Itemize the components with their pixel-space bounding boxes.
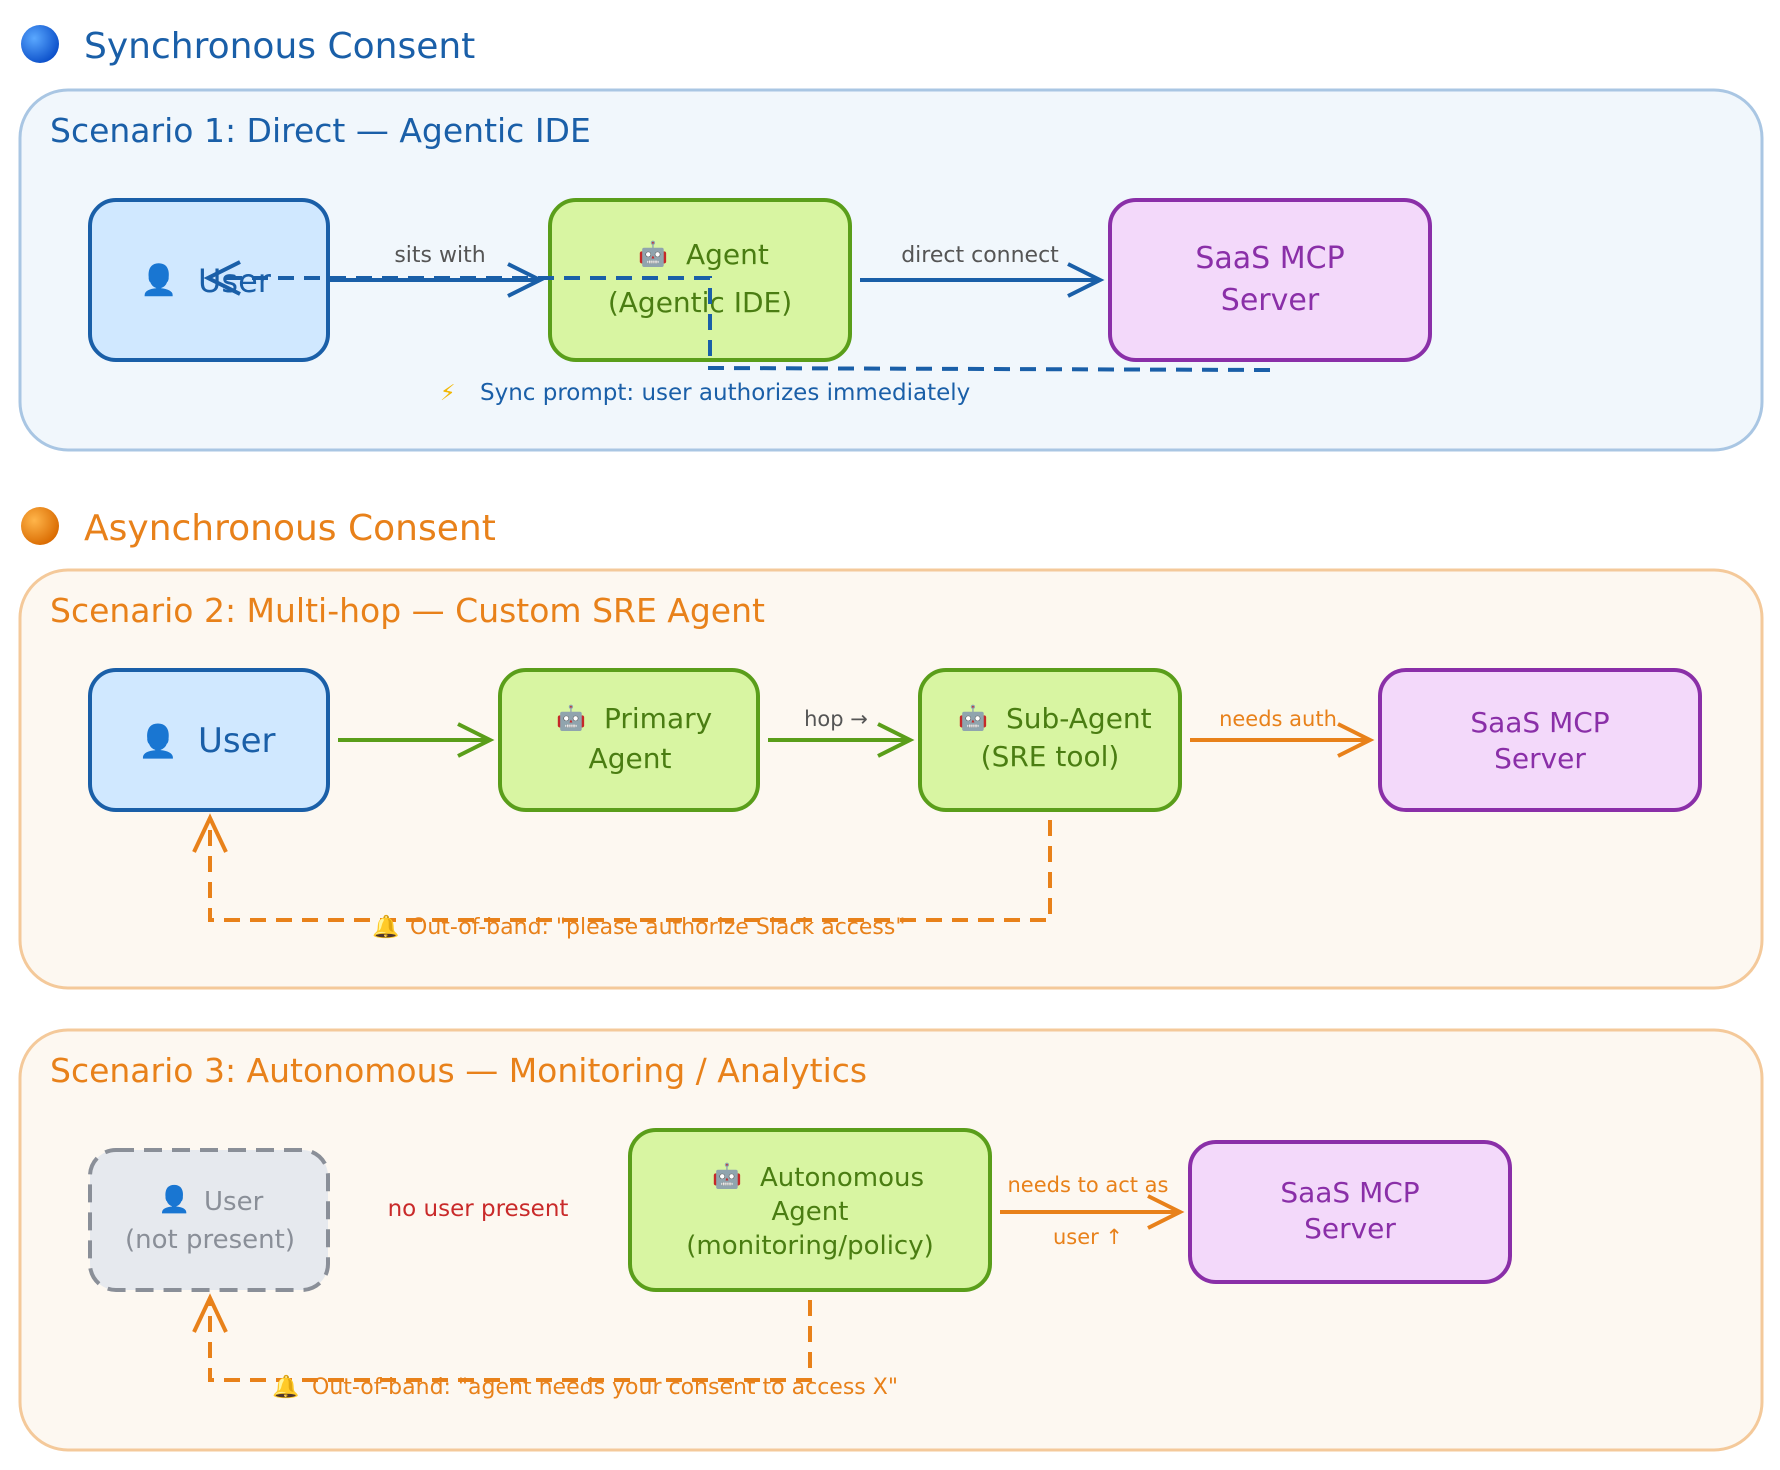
s2-saas-node: SaaS MCP Server (1378, 668, 1702, 812)
s2-primary-line1: Primary (604, 702, 712, 735)
s2-note: Out-of-band: "please authorize Slack acc… (410, 915, 905, 940)
s2-loop-arrowhead (192, 813, 228, 853)
s3-agent-line1: Autonomous (760, 1163, 924, 1193)
s2-primary-robot-icon: 🤖 (556, 704, 586, 732)
s3-saas-line2: Server (1304, 1212, 1396, 1245)
s1-sync-loop-arrowhead (203, 260, 241, 296)
s2-edge-needs-auth (1190, 722, 1375, 758)
async-dot-icon (21, 507, 59, 545)
s3-absent-user-node: 👤 User (not present) (88, 1148, 330, 1292)
s2-edge-hop (768, 722, 915, 758)
s2-bell-icon: 🔔 (372, 914, 399, 940)
s2-edge-hop-label: hop → (804, 707, 868, 731)
s3-autonomous-agent-node: 🤖 Autonomous Agent (monitoring/policy) (628, 1128, 992, 1292)
sync-section-title: Synchronous Consent (84, 26, 475, 67)
s3-edge-bottom-label: user ↑ (1053, 1225, 1123, 1249)
s1-agent-line2: (Agentic IDE) (608, 286, 792, 319)
s3-no-user-label: no user present (388, 1196, 569, 1222)
s3-edge-act-as-user (1000, 1194, 1185, 1230)
s3-bell-icon: 🔔 (272, 1374, 299, 1400)
s2-sub-line1: Sub-Agent (1006, 702, 1152, 735)
s3-agent-line3: (monitoring/policy) (686, 1231, 934, 1261)
s3-saas-line1: SaaS MCP (1280, 1176, 1419, 1209)
s3-agent-line2: Agent (772, 1197, 849, 1227)
s2-sub-line2: (SRE tool) (981, 740, 1120, 773)
s3-saas-node: SaaS MCP Server (1188, 1140, 1512, 1284)
s1-sync-loop (220, 276, 1271, 372)
s2-primary-agent-node: 🤖 Primary Agent (498, 668, 760, 812)
s1-robot-icon: 🤖 (638, 240, 668, 268)
s1-note: Sync prompt: user authorizes immediately (480, 380, 970, 406)
s1-edge-agent-saas (860, 262, 1105, 298)
s1-person-icon: 👤 (140, 262, 177, 298)
s3-user-line2: (not present) (125, 1225, 295, 1255)
s2-person-icon: 👤 (138, 722, 178, 760)
s1-saas-line2: Server (1221, 283, 1320, 318)
s2-user-node: 👤 User (88, 668, 330, 812)
sync-dot-icon (21, 25, 59, 63)
s1-saas-line1: SaaS MCP (1195, 241, 1344, 276)
s3-out-of-band-loop (208, 1300, 812, 1382)
s1-saas-node: SaaS MCP Server (1108, 198, 1432, 362)
s2-sub-robot-icon: 🤖 (958, 704, 988, 732)
s2-saas-line1: SaaS MCP (1470, 706, 1609, 739)
scenario2-panel (18, 568, 1764, 990)
s2-user-label: User (198, 721, 276, 761)
s1-edge-agent-saas-label: direct connect (901, 243, 1059, 268)
async-section-title: Asynchronous Consent (84, 508, 496, 549)
s2-sub-agent-node: 🤖 Sub-Agent (SRE tool) (918, 668, 1182, 812)
s3-edge-top-label: needs to act as (1008, 1173, 1169, 1197)
s3-note: Out-of-band: "agent needs your consent t… (312, 1375, 898, 1400)
s1-edge-user-agent-label: sits with (394, 243, 485, 268)
s1-lightning-icon: ⚡ (440, 381, 455, 406)
s2-edge-needs-auth-label: needs auth (1219, 707, 1337, 731)
scenario2-title: Scenario 2: Multi-hop — Custom SRE Agent (50, 591, 765, 630)
s1-agent-line1: Agent (686, 238, 769, 271)
scenario3-title: Scenario 3: Autonomous — Monitoring / An… (50, 1051, 867, 1090)
s3-person-icon: 👤 (158, 1184, 190, 1215)
s2-edge-user-primary (338, 722, 495, 758)
s3-user-line1: User (204, 1187, 264, 1217)
s1-user-label: User (198, 262, 272, 300)
s2-saas-line2: Server (1494, 742, 1586, 775)
s2-primary-line2: Agent (589, 742, 672, 775)
s3-loop-arrowhead (192, 1293, 228, 1333)
scenario1-title: Scenario 1: Direct — Agentic IDE (50, 111, 591, 150)
s2-out-of-band-loop (208, 820, 1052, 922)
s3-robot-icon: 🤖 (712, 1162, 742, 1190)
